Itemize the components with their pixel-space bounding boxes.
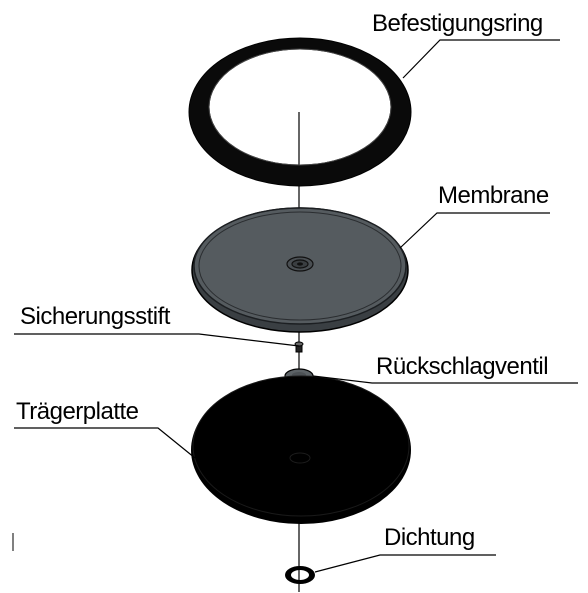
- label-rueckschlagventil: Rückschlagventil: [376, 353, 549, 380]
- label-dichtung: Dichtung: [384, 524, 475, 551]
- leader-membrane: [399, 212, 550, 249]
- label-traegerplatte: Trägerplatte: [16, 398, 139, 425]
- label-membrane: Membrane: [438, 182, 549, 209]
- carrier-plate-part: [191, 375, 411, 524]
- locking-pin-part: [294, 341, 304, 353]
- leader-pin: [14, 333, 300, 347]
- leader-lines: [14, 39, 578, 573]
- label-sicherungsstift: Sicherungsstift: [20, 303, 170, 330]
- seal-part: [285, 566, 315, 584]
- mounting-ring-part: [188, 37, 412, 187]
- membrane-part: [191, 207, 409, 333]
- leader-valve: [312, 375, 578, 384]
- leader-ring: [402, 39, 560, 79]
- label-befestigungsring: Befestigungsring: [372, 10, 543, 37]
- leader-seal: [314, 554, 496, 573]
- leader-plate: [14, 427, 196, 459]
